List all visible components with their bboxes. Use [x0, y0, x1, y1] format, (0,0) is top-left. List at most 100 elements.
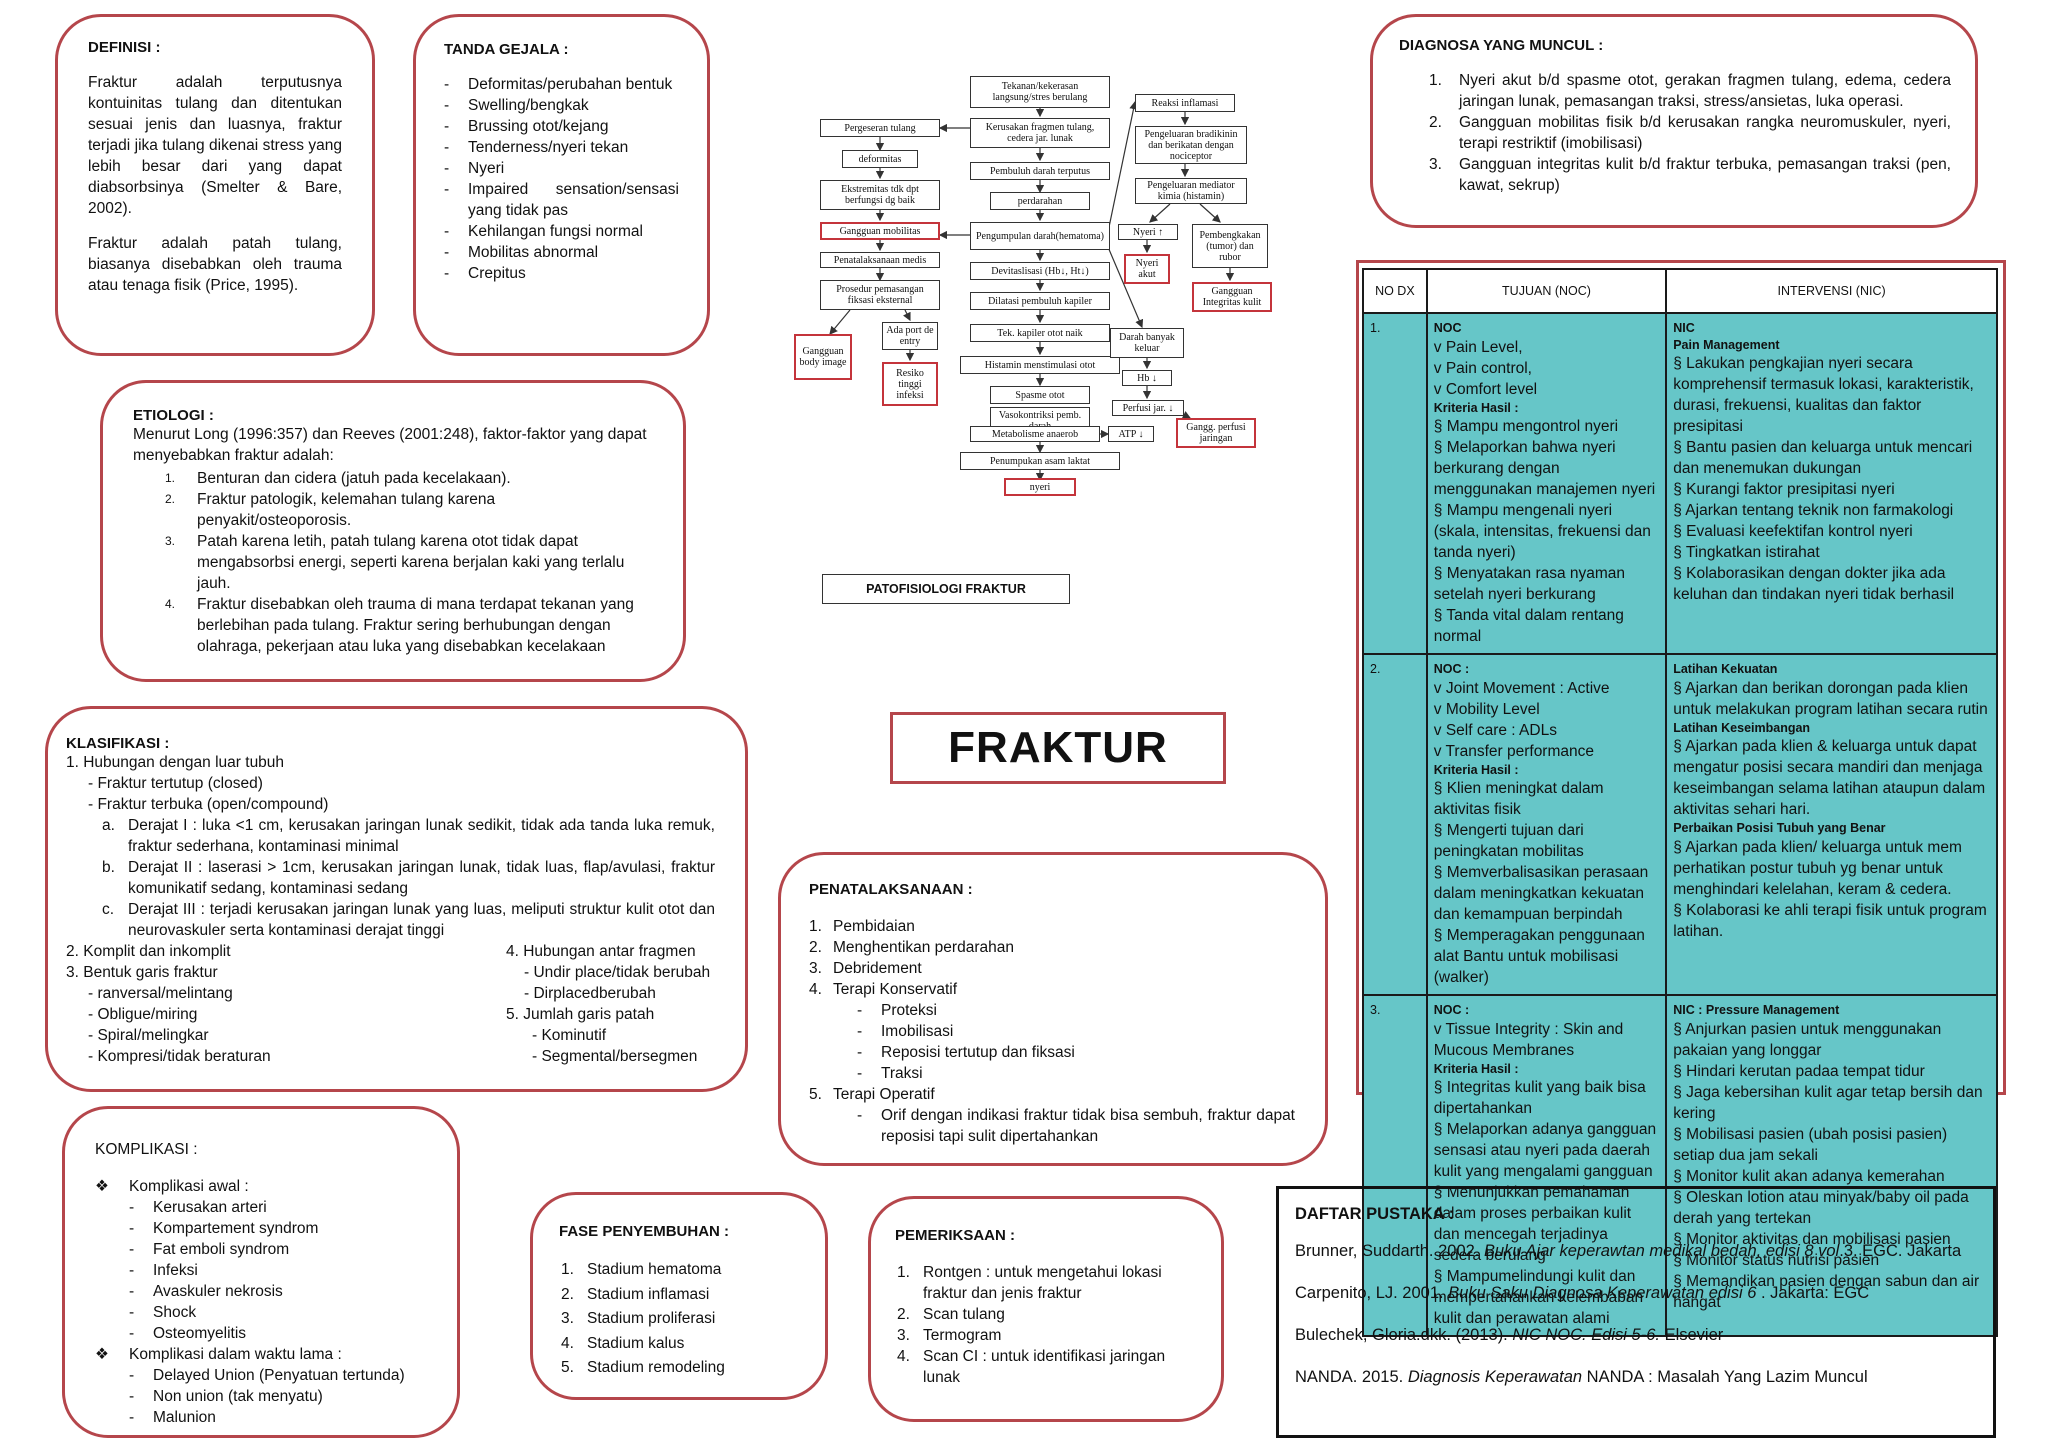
penata-item-1: 1.Pembidaian	[809, 916, 1295, 937]
pemeriksaan-list: 1.Rontgen : untuk mengetahui lokasi frak…	[895, 1262, 1195, 1388]
list-item-text: Osteomyelitis	[153, 1325, 247, 1342]
table-cell-item: § Memverbalisasikan perasaan dalam menin…	[1434, 862, 1659, 925]
fase-item: 4.Stadium kalus	[561, 1332, 799, 1357]
komplikasi-lama-list: - Delayed Union (Penyatuan tertunda) -Non …	[95, 1365, 435, 1428]
table-cell-item: § Tingkatkan istirahat	[1673, 542, 1990, 563]
row3-nic-list: § Anjurkan pasien untuk menggunakan paka…	[1673, 1019, 1990, 1313]
etiologi-intro: Menurut Long (1996:357) dan Reeves (2001…	[133, 426, 647, 464]
table-cell-item: § Lakukan pengkajian nyeri secara kompre…	[1673, 353, 1990, 437]
flow-node-darah-keluar: Darah banyak keluar	[1110, 328, 1184, 358]
klasifikasi-col-left: 2. Komplit dan inkomplit 3. Bentuk garis…	[66, 941, 506, 1067]
klasifikasi-h4: 4. Hubungan antar fragmen	[506, 943, 696, 960]
penatalaksanaan-title: PENATALAKSANAAN :	[809, 881, 973, 898]
etiologi-item: 2.Fraktur patologik, kelemahan tulang ka…	[165, 489, 653, 531]
row2-kriteria-list: § Klien meningkat dalam aktivitas fisik§…	[1434, 778, 1659, 988]
list-item-text: - Spiral/melingkar	[88, 1027, 209, 1044]
list-item-text: - Kompresi/tidak beraturan	[88, 1048, 271, 1065]
table-cell-item: v Joint Movement : Active	[1434, 678, 1659, 699]
pustaka-ref-3: Bulechek, Gloria.dkk. (2013). NIC NOC. E…	[1295, 1326, 1979, 1345]
komplikasi-item: -Non union (tak menyatu)	[129, 1386, 435, 1407]
list-dash: -	[444, 244, 450, 261]
flow-node-pembengkakan: Pembengkakan (tumor) dan rubor	[1192, 224, 1268, 268]
list-dash: -	[129, 1199, 135, 1216]
flow-node-pembuluh-terputus: Pembuluh darah terputus	[970, 162, 1110, 180]
table-cell-item: § Jaga kebersihan kulit agar tetap bersi…	[1673, 1082, 1990, 1124]
derajat-b-marker: b.	[102, 859, 115, 876]
table-cell-item: § Monitor status nutrisi pasien	[1673, 1250, 1990, 1271]
list-number: 1.	[897, 1264, 910, 1281]
list-item-text: § Lakukan pengkajian nyeri secara kompre…	[1673, 355, 1974, 435]
flow-node-spasme-otot: Spasme otot	[990, 386, 1090, 404]
derajat-c-marker: c.	[102, 901, 115, 918]
penata-item-3-text: Debridement	[833, 960, 922, 977]
list-dash: -	[444, 97, 450, 114]
penata-item-3: 3.Debridement	[809, 958, 1295, 979]
list-number: 3.	[165, 534, 176, 548]
penata-subitem: -Orif dengan indikasi fraktur tidak bisa…	[857, 1105, 1295, 1147]
definisi-box: DEFINISI : Fraktur adalah terputusnya ko…	[55, 14, 375, 356]
table-cell-item: § Anjurkan pasien untuk menggunakan paka…	[1673, 1019, 1990, 1061]
klasifikasi-item: - Dirplacedberubah	[524, 983, 710, 1004]
list-item-text: § Kolaborasikan dengan dokter jika ada k…	[1673, 565, 1955, 603]
table-cell-item: § Melaporkan adanya gangguan sensasi ata…	[1434, 1119, 1659, 1182]
diagnosa-list: 1.Nyeri akut b/d spasme otot, gerakan fr…	[1399, 70, 1951, 196]
table-row: 1. NOC v Pain Level,v Pain control,v Com…	[1362, 312, 1998, 655]
klasifikasi-h3: 3. Bentuk garis fraktur	[66, 964, 218, 981]
list-item-text: Fraktur disebabkan oleh trauma di mana t…	[197, 596, 634, 655]
list-item-text: Non union (tak menyatu)	[153, 1388, 323, 1405]
row3-nic-subtitle: Pressure Management	[1705, 1003, 1840, 1017]
list-item-text: Traksi	[881, 1065, 923, 1082]
patofisiologi-label: PATOFISIOLOGI FRAKTUR	[822, 574, 1070, 604]
fase-item: 2.Stadium inflamasi	[561, 1283, 799, 1308]
page-title: FRAKTUR	[948, 723, 1168, 772]
list-item-text: Patah karena letih, patah tulang karena …	[197, 533, 625, 592]
tanda-gejala-item: -Deformitas/perubahan bentuk	[444, 74, 679, 95]
list-dash: -	[444, 139, 450, 156]
fase-item: 5.Stadium remodeling	[561, 1356, 799, 1381]
list-dash: -	[129, 1262, 135, 1279]
list-dash: -	[129, 1367, 135, 1384]
row2-nic: Latihan Kekuatan § Ajarkan dan berikan d…	[1665, 653, 1998, 996]
komplikasi-awal-label: Komplikasi awal :	[129, 1178, 249, 1195]
komplikasi-box: KOMPLIKASI : ❖Komplikasi awal : -Kerusak…	[62, 1106, 460, 1438]
list-dash: -	[444, 118, 450, 135]
komplikasi-awal: ❖Komplikasi awal :	[95, 1176, 435, 1197]
list-item-text: Mobilitas abnormal	[468, 244, 599, 261]
flow-node-reaksi-inflamasi: Reaksi inflamasi	[1135, 94, 1235, 112]
klasifikasi-box: KLASIFIKASI : 1. Hubungan dengan luar tu…	[45, 706, 748, 1092]
flow-node-resiko-infeksi: Resiko tinggi infeksi	[882, 362, 938, 406]
list-dash: -	[857, 1107, 863, 1124]
table-cell-item: § Memperagakan penggunaan alat Bantu unt…	[1434, 925, 1659, 988]
list-dash: -	[444, 223, 450, 240]
table-cell-item: § Ajarkan pada klien & keluarga untuk da…	[1673, 736, 1990, 820]
list-item-text: Stadium remodeling	[587, 1359, 725, 1376]
flow-node-hb-turun: Hb ↓	[1122, 370, 1172, 386]
list-item-text: Delayed Union (Penyatuan tertunda)	[153, 1367, 405, 1384]
list-item-text: § Hindari kerutan padaa tempat tidur	[1673, 1062, 1925, 1080]
list-item-text: v Mobility Level	[1433, 700, 1540, 718]
list-dash: -	[857, 1044, 863, 1061]
pustaka-ref-1: Brunner, Suddarth. 2002. Buku Ajar keper…	[1295, 1242, 1979, 1261]
flow-node-atp: ATP ↓	[1108, 426, 1154, 442]
list-item-text: § Mengerti tujuan dari peningkatan mobil…	[1433, 822, 1584, 860]
list-item-text: § Melaporkan adanya gangguan sensasi ata…	[1433, 1121, 1657, 1180]
flow-node-deformitas: deformitas	[842, 150, 918, 168]
etiologi-item: 3. Patah karena letih, patah tulang karen…	[165, 531, 653, 594]
klasifikasi-item: - Undir place/tidak berubah	[524, 962, 710, 983]
penata-item-5: 5.Terapi Operatif	[809, 1084, 1295, 1105]
list-item-text: Imobilisasi	[881, 1023, 954, 1040]
penata-subitem: -Traksi	[857, 1063, 1295, 1084]
list-item-text: - Kominutif	[532, 1027, 607, 1044]
row2-no: 2.	[1362, 653, 1428, 996]
list-item-text: v Tissue Integrity : Skin and Mucous Mem…	[1433, 1020, 1624, 1059]
etiologi-title: ETIOLOGI :	[133, 407, 214, 424]
row2-kriteria-title: Kriteria Hasil :	[1433, 762, 1519, 777]
list-item-text: § Monitor status nutrisi pasien	[1673, 1251, 1880, 1269]
list-dash: -	[129, 1241, 135, 1258]
klasifikasi-derajat-b: b.Derajat II : laserasi > 1cm, kerusakan…	[66, 857, 727, 899]
list-item-text: Stadium hematoma	[587, 1261, 722, 1278]
ref4-author: NANDA. 2015.	[1295, 1368, 1408, 1386]
ref2-author: Carpenito, LJ. 2001.	[1295, 1284, 1449, 1302]
list-item-text: Scan CI : untuk identifikasi jaringan lu…	[923, 1348, 1166, 1386]
list-number: 1.	[165, 471, 176, 485]
